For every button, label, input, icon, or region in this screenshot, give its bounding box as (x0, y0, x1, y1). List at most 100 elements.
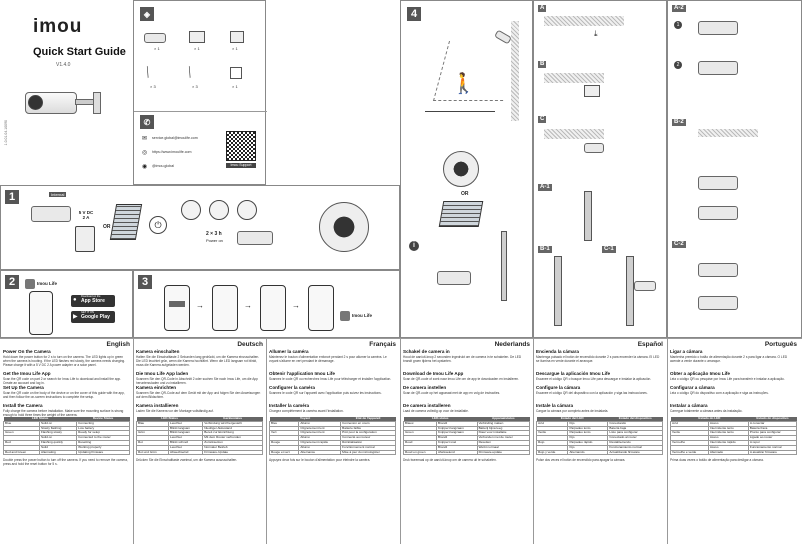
mount-base (93, 92, 101, 114)
device-status-header: Device Status (76, 416, 130, 422)
step-heading-power: Encienda la cámara (536, 349, 579, 354)
qty-camera: × 1 (154, 47, 160, 51)
solar-panel-mount (438, 201, 484, 227)
play-icon: ▶ (73, 314, 78, 320)
led-color-cell: Rood en groen (402, 449, 438, 456)
device-status-header: Estado do dispositivo (748, 416, 797, 422)
camera-c2-1 (698, 263, 738, 277)
step-text-setup: Scannez le code QR sur l'appareil avec l… (269, 391, 382, 395)
download-label: Download on the (81, 295, 101, 298)
section-divider (0, 338, 802, 339)
contact-website[interactable]: https://www.imoulife.com (152, 150, 192, 154)
ceiling-b2 (698, 129, 758, 137)
step-text-install: Laad de camera volledig op voor de insta… (403, 409, 469, 413)
language-label: Français (369, 341, 396, 348)
note-text: Appuyez deux fois sur le bouton d'alimen… (269, 458, 371, 463)
info-icon: i (409, 241, 419, 251)
step-text-install: Fully charge the camera before installat… (3, 409, 124, 417)
power-button-icon: ⏻ (149, 216, 167, 234)
step-heading-power: Allumer la caméra (269, 349, 309, 354)
language-label: Nederlands (494, 341, 530, 348)
step-text-setup: Scan de QR-code op het apparaat met de a… (403, 391, 501, 395)
charge-detail-1 (181, 200, 201, 220)
device-status-cell: Firmware-Update (202, 449, 263, 456)
camera-front-image (319, 202, 369, 252)
bracket-b (584, 85, 600, 97)
app-store-button[interactable]: Download on the App Store (71, 295, 115, 307)
contents-mount-icon (189, 31, 205, 43)
internal-label: Internal (49, 192, 67, 197)
mount-label-a2: A-2 (672, 5, 686, 12)
mount-label-a1: A-1 (538, 184, 552, 191)
arrow-icon-3: → (292, 301, 300, 310)
cover-panel: imou Quick Start Guide V1.4.0 1.0.01.04.… (0, 0, 133, 185)
sticker-icon (230, 67, 242, 79)
device-status-cell: Updating firmware (76, 449, 130, 456)
step-heading-setup: Kamera einrichten (136, 385, 177, 390)
step-heading-install: Install the Camera (3, 403, 43, 408)
contact-email[interactable]: service.global@imoulife.com (152, 136, 198, 140)
lang-divider-1 (133, 338, 134, 544)
step-heading-app: Descargue la aplicación Imou Life (536, 371, 611, 376)
led-color-cell: Rouge et vert (268, 449, 300, 456)
camera-front-large (443, 151, 479, 187)
step-text-power: Hold down the power button for 2 s to tu… (3, 355, 126, 368)
camera-powered-image (237, 231, 273, 245)
step-heading-app: Download de Imou Life App (403, 371, 464, 376)
get-label: GET IT ON (81, 311, 94, 314)
step-text-power: Mantenga pulsado el botón de encendido d… (536, 355, 660, 364)
camera-c1 (634, 281, 656, 291)
camera-c2-2 (698, 296, 738, 310)
step2-number: 2 (5, 275, 19, 289)
anchor-icon: ⟋ (181, 64, 198, 81)
wall-b (544, 73, 604, 83)
solar-panel-image (109, 204, 143, 240)
contact-social[interactable]: @imou.global (152, 164, 175, 168)
qty-mount: × 1 (194, 47, 200, 51)
step-heading-app: Obter a aplicação Imou Life (670, 371, 730, 376)
mount-label-c2: C-2 (672, 241, 686, 248)
step-text-power: Houd de aan/uit-knop 2 seconden ingedruk… (403, 355, 522, 364)
app-name-label: Imou Life (352, 313, 372, 318)
app-screen-3 (260, 285, 286, 331)
step-text-power: Mantenha premido o botão de alimentação … (670, 355, 788, 364)
app-store-label: App Store (81, 298, 105, 304)
charge-detail-2 (209, 200, 229, 220)
mount-label-c1: C-1 (602, 246, 616, 253)
step-num-2: 2 (674, 61, 682, 69)
step1-panel: 1 Internal 5 V DC 2 A OR ⏻ 2 × 3 h Power… (0, 185, 400, 270)
step-heading-install: Kamera installieren (136, 403, 179, 408)
step-heading-setup: Configure la cámara (536, 385, 581, 390)
step3-number: 3 (138, 275, 152, 289)
step3-panel: 3 → → → Imou Life (133, 270, 400, 338)
step4-number: 4 (407, 7, 421, 21)
led-pattern-cell: Abwechselnd (167, 449, 204, 456)
app-logo-small (340, 311, 350, 321)
mounting-abc-panel: A ⤓ B C A-1 B-1 C-1 (533, 0, 667, 338)
step-heading-app: Obtenir l'application Imou Life (269, 371, 335, 376)
led-status-header: Estado del LED (536, 416, 608, 422)
step-text-power: Maintenez le bouton d'alimentation enfon… (269, 355, 387, 364)
phone-image (29, 291, 53, 335)
apple-icon: ● (73, 297, 77, 303)
app-logo (169, 301, 185, 307)
lang-section-nl: Nederlands Schakel de camera in Houd de … (402, 341, 531, 541)
step-heading-install: Instale la cámara (536, 403, 574, 408)
google-play-button[interactable]: GET IT ON Google Play (71, 311, 115, 323)
mount-label-c: C (538, 116, 547, 123)
lang-divider-5 (667, 338, 668, 544)
led-color-cell: Vermelho e verde (670, 449, 709, 456)
lang-section-pt: Português Ligar a câmara Mantenha premid… (670, 341, 798, 541)
qty-bracket: × 1 (232, 47, 238, 51)
contents-camera-icon (144, 33, 166, 43)
led-color-cell: Red and Green (3, 449, 40, 456)
divider (134, 111, 267, 112)
camera-b2-1 (698, 176, 738, 190)
